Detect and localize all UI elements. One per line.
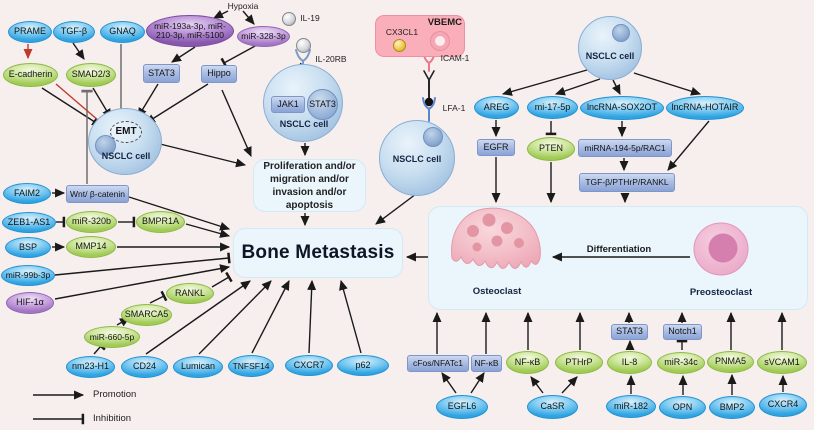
vbemc-box [375, 15, 465, 57]
adhesion-dot [424, 97, 434, 107]
node-sox2ot: lncRNA-SOX2OT [580, 96, 664, 120]
node-svcam1: sVCAM1 [757, 351, 807, 374]
node-mir34c: miR-34c [657, 352, 705, 374]
node-gnaq: GNAQ [100, 21, 145, 43]
node-pnma5: PNMA5 [707, 351, 754, 373]
node-smad23: SMAD2/3 [66, 63, 116, 87]
node-cfos-nfatc1: cFos/NFATc1 [407, 355, 469, 372]
label-il19: IL-19 [300, 13, 320, 24]
node-lumican: Lumican [173, 356, 223, 378]
node-mir182: miR-182 [606, 395, 656, 418]
node-hif1a: HIF-1α [6, 292, 54, 314]
node-nfkb-ellipse: NF-κB [506, 351, 549, 374]
node-jak1: JAK1 [271, 96, 305, 113]
preosteoclast-icon [693, 222, 749, 276]
node-notch1: Notch1 [663, 324, 702, 340]
il20rb-ball-icon [296, 38, 311, 53]
node-tnfsf14: TNFSF14 [228, 355, 274, 377]
fork-icon [423, 70, 435, 82]
label-icam1: ICAM-1 [440, 53, 470, 64]
proliferation-box: Proliferation and/or migration and/or in… [253, 159, 366, 212]
node-wnt-bcatenin: Wnt/ β-catenin [66, 185, 129, 203]
osteoclast-icon [451, 207, 541, 269]
node-bmp2: BMP2 [709, 396, 755, 419]
label-differentiation: Differentiation [586, 243, 652, 255]
node-cd24: CD24 [121, 356, 168, 378]
inhibition-lines [23, 44, 688, 425]
cell-nucleus-icon [95, 135, 116, 156]
node-hotair: lncRNA-HOTAIR [666, 96, 744, 120]
node-emt: EMT [110, 121, 142, 143]
legend-promotion-label: Promotion [93, 389, 137, 401]
node-tgfb: TGF-β [53, 21, 95, 43]
node-prame: PRAME [8, 21, 52, 43]
nsclc-cell-right [578, 16, 642, 80]
node-mir320b: miR-320b [66, 211, 117, 233]
label-hypoxia: Hypoxia [227, 1, 259, 12]
node-stat3-cell: STAT3 [307, 89, 338, 120]
label-il20rb: IL-20RB [315, 54, 347, 65]
node-mi17: mi-17-5p [527, 96, 578, 119]
cell-label: NSCLC cell [101, 151, 151, 162]
node-mir99b: miR-99b-3p [1, 265, 55, 286]
bone-metastasis-box: Bone Metastasis [233, 228, 403, 278]
node-smarca5: SMARCA5 [121, 304, 172, 326]
node-cxcr7: CXCR7 [285, 355, 333, 376]
cell-label: NSCLC cell [585, 51, 635, 62]
node-egfr: EGFR [477, 139, 515, 156]
cell-nucleus-icon [423, 127, 443, 147]
node-areg: AREG [474, 96, 519, 119]
node-tgfb-pthrp-rankl: TGF-β/PTHrP/RANKL [579, 173, 675, 192]
vbemc-cell-icon [431, 32, 449, 50]
node-zeb1as1: ZEB1-AS1 [2, 212, 56, 233]
node-mir328: miR-328-3p [237, 26, 290, 47]
il19-ball-icon [282, 12, 296, 26]
node-pten: PTEN [527, 137, 575, 161]
node-mir193-cluster: miR-193a-3p, miR-210-3p, miR-5100 [146, 15, 234, 47]
node-opn: OPN [659, 396, 706, 419]
node-nfkb-rect: NF-κB [471, 355, 502, 372]
node-faim2: FAIM2 [3, 183, 51, 204]
cx3cl1-ball-icon [393, 39, 406, 52]
cell-nucleus-icon [612, 24, 630, 42]
node-bsp: BSP [5, 237, 51, 258]
node-mmp14: MMP14 [66, 236, 116, 258]
cell-label: NSCLC cell [279, 119, 329, 130]
node-egfl6: EGFL6 [436, 395, 488, 419]
node-mirna194-rac1: miRNA-194-5p/RAC1 [578, 139, 672, 157]
node-hippo: Hippo [201, 65, 237, 83]
label-preosteoclast: Preosteoclast [689, 287, 753, 299]
label-cx3cl1: CX3CL1 [385, 27, 419, 38]
node-casr: CaSR [527, 395, 578, 419]
lfa1-receptor-icon [422, 97, 436, 122]
node-stat3-top: STAT3 [143, 64, 180, 83]
node-mir660: miR-660-5p [84, 326, 140, 348]
legend-inhibition-label: Inhibition [93, 413, 132, 425]
receptor-icons [295, 49, 436, 122]
node-stat3-bottom: STAT3 [611, 324, 648, 340]
node-ecadherin: E-cadherin [3, 63, 58, 87]
node-bmpr1a: BMPR1A [136, 211, 185, 233]
node-p62: p62 [337, 355, 389, 376]
node-nm23h1: nm23-H1 [66, 356, 115, 378]
cell-label: NSCLC cell [392, 154, 442, 165]
node-pthrp: PTHrP [555, 351, 603, 374]
label-osteoclast: Osteoclast [472, 286, 522, 298]
label-lfa1: LFA-1 [442, 103, 466, 114]
node-il8: IL-8 [607, 351, 652, 374]
node-rankl: RANKL [166, 283, 214, 304]
label-vbemc: VBEMC [427, 16, 462, 28]
node-cxcr4: CXCR4 [759, 393, 807, 417]
